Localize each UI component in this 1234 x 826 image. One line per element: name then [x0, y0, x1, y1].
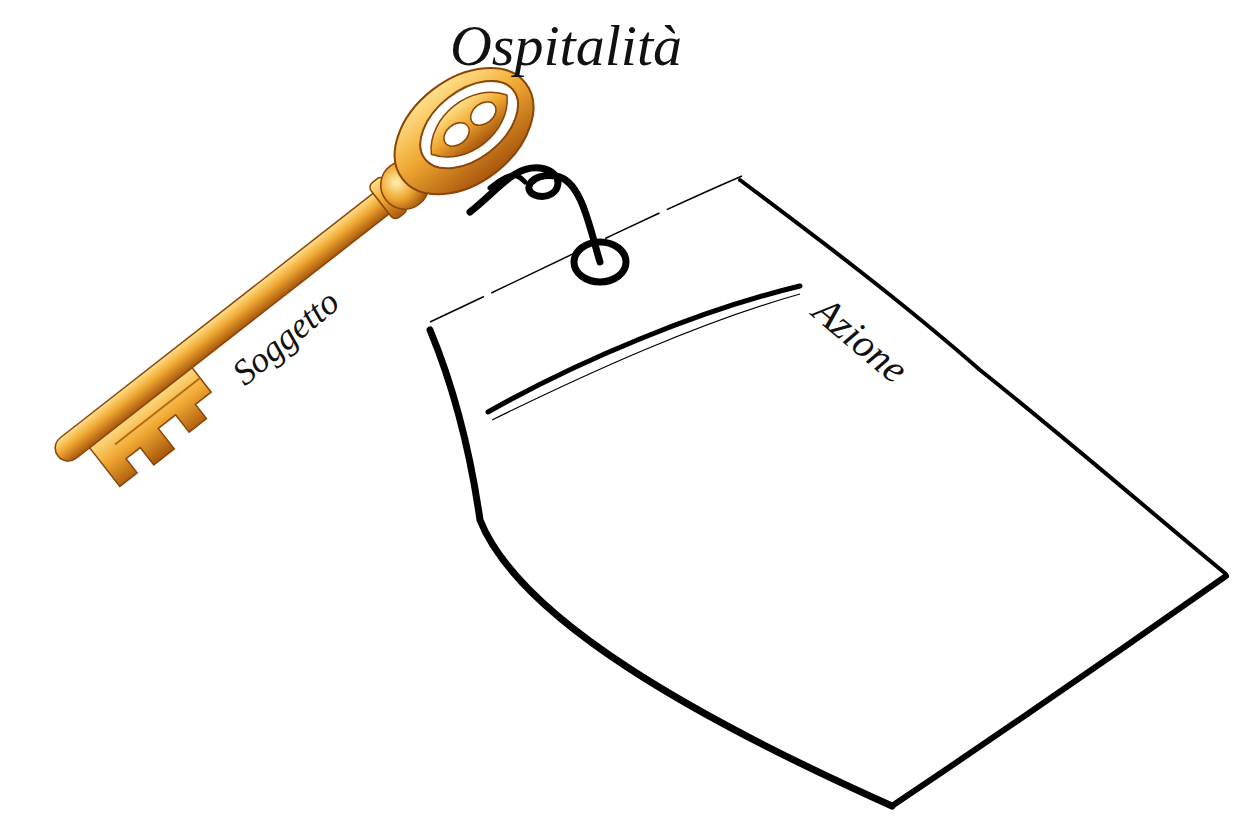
tag-string	[470, 168, 600, 262]
tag-shape	[430, 176, 1226, 806]
key-symbol	[22, 42, 570, 508]
title-text: Ospitalità	[450, 14, 682, 78]
tag-string	[490, 175, 525, 188]
